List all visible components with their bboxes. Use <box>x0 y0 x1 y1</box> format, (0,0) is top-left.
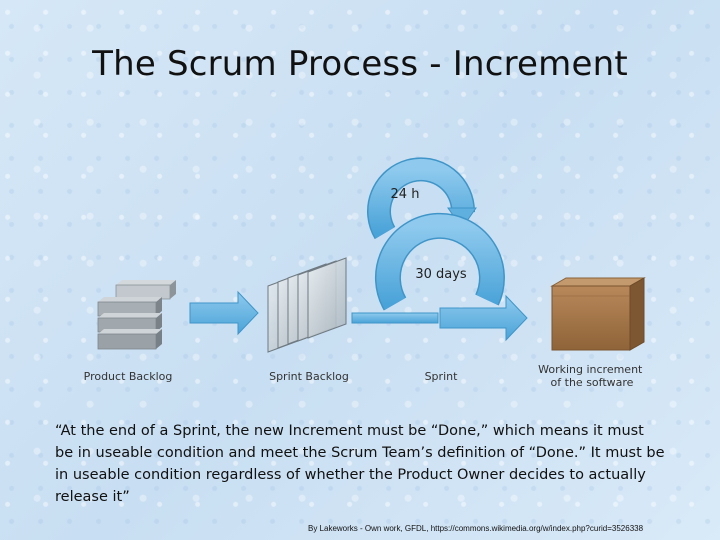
image-credit: By Lakeworks - Own work, GFDL, https://c… <box>308 524 644 533</box>
backlog-block <box>97 297 162 317</box>
stage-label-product-backlog: Product Backlog <box>84 370 173 383</box>
backlog-block <box>97 313 162 333</box>
flow-arrow-icon <box>439 294 528 342</box>
cycle-arrow-icon <box>375 212 505 311</box>
stage-label-sprint: Sprint <box>425 370 459 383</box>
backlog-block <box>115 280 176 300</box>
stacked-blocks-icon <box>97 280 176 350</box>
stage-label-sprint-backlog: Sprint Backlog <box>269 370 349 383</box>
slide-title: The Scrum Process - Increment <box>92 44 628 84</box>
stacked-sheets-icon <box>267 257 347 353</box>
stage-label-working-increment: Working increment of the software <box>538 363 646 389</box>
definition-quote: “At the end of a Sprint, the new Increme… <box>55 423 665 505</box>
backlog-block <box>97 329 162 350</box>
cycle-30days-label: 30 days <box>415 267 467 282</box>
flow-arrow-icon <box>189 290 259 336</box>
box-icon <box>550 277 646 351</box>
cycle-24h-label: 24 h <box>391 187 420 202</box>
flow-arrow-icon <box>351 312 439 324</box>
